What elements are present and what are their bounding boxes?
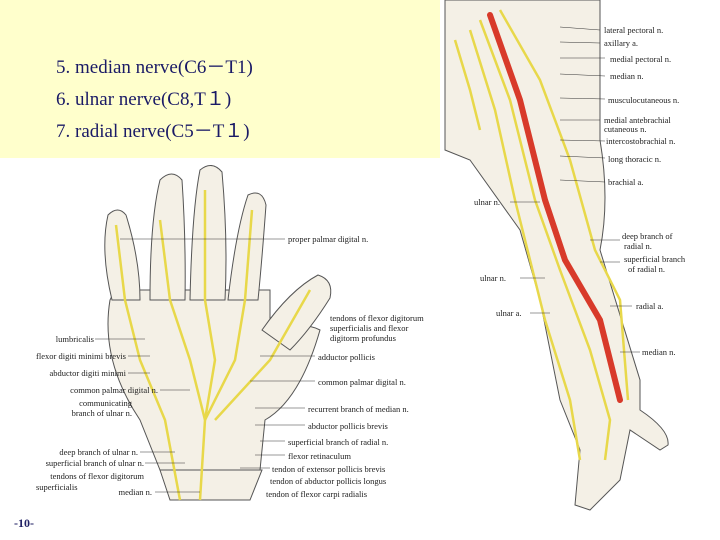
label-abductor-pollicis-brevis: abductor pollicis brevis	[308, 421, 388, 431]
label-radial-n-deep: radial n.	[624, 241, 652, 251]
label-intercostobrachial-n: intercostobrachial n.	[606, 136, 676, 146]
label-tendons-flexor-digitorum: tendons of flexor digitorum	[330, 313, 424, 323]
label-flexor-digiti-minimi-brevis: flexor digiti minimi brevis	[36, 351, 126, 361]
label-tendon-abductor-pollicis-longus: tendon of abductor pollicis longus	[270, 476, 387, 486]
label-proper-palmar-digital-n: proper palmar digital n.	[288, 234, 369, 244]
label-median-n-hand: median n.	[118, 487, 152, 497]
label-adductor-pollicis: adductor pollicis	[318, 352, 375, 362]
label-axillary-a: axillary a.	[604, 38, 638, 48]
label-superficial-branch-arm: superficial branch	[624, 254, 686, 264]
label-common-palmar-digital-n-right: common palmar digital n.	[318, 377, 406, 387]
label-lumbricalis: lumbricalis	[55, 334, 94, 344]
label-tendon-extensor-pollicis-brevis: tendon of extensor pollicis brevis	[272, 464, 386, 474]
label-long-thoracic-n: long thoracic n.	[608, 154, 662, 164]
label-digitorm-profundus: digitorm profundus	[330, 333, 396, 343]
label-ulnar-n-upper: ulnar n.	[474, 197, 500, 207]
label-of-radial-n: of radial n.	[628, 264, 666, 274]
label-abductor-digiti-minimi: abductor digiti minimi	[49, 368, 127, 378]
label-ulnar-n-lower: ulnar n.	[480, 273, 506, 283]
label-superficial-branch-radial-n: superficial branch of radial n.	[288, 437, 389, 447]
label-musculocutaneous-n: musculocutaneous n.	[608, 95, 680, 105]
label-ulnar-a: ulnar a.	[496, 308, 522, 318]
label-radial-a: radial a.	[636, 301, 664, 311]
title-line-median: 5. median nerve(C6－T1)	[56, 57, 253, 78]
label-superficialis: superficialis	[36, 482, 78, 492]
label-superficial-branch-ulnar-n: superficial branch of ulnar n.	[45, 458, 144, 468]
page-number: -10-	[14, 516, 34, 530]
label-deep-branch-ulnar-n: deep branch of ulnar n.	[59, 447, 138, 457]
label-cutaneous-n: cutaneous n.	[604, 124, 647, 134]
label-lateral-pectoral-n: lateral pectoral n.	[604, 25, 664, 35]
title-line-radial: 7. radial nerve(C5－T１)	[56, 121, 250, 142]
label-medial-antebrachial: medial antebrachial	[604, 115, 671, 125]
label-superficialis-and-flexor: superficialis and flexor	[330, 323, 409, 333]
label-deep-branch-of: deep branch of	[622, 231, 673, 241]
title-line-ulnar: 6. ulnar nerve(C8,T１)	[56, 89, 232, 110]
label-branch-of-ulnar-n: branch of ulnar n.	[71, 408, 132, 418]
label-brachial-a: brachial a.	[608, 177, 644, 187]
label-median-n-lower: median n.	[642, 347, 676, 357]
title-panel: 5. median nerve(C6－T1) 6. ulnar nerve(C8…	[0, 0, 440, 158]
label-flexor-retinaculum: flexor retinaculum	[288, 451, 352, 461]
label-common-palmar-digital-n-left: common palmar digital n.	[70, 385, 158, 395]
label-medial-pectoral-n: medial pectoral n.	[610, 54, 672, 64]
label-tendon-flexor-carpi-radialis: tendon of flexor carpi radialis	[266, 489, 368, 499]
label-recurrent-branch-median-n: recurrent branch of median n.	[308, 404, 409, 414]
label-median-n-upper: median n.	[610, 71, 644, 81]
label-tendons-flexor-digitorum-left: tendons of flexor digitorum	[50, 471, 144, 481]
label-communicating: communicating	[79, 398, 132, 408]
